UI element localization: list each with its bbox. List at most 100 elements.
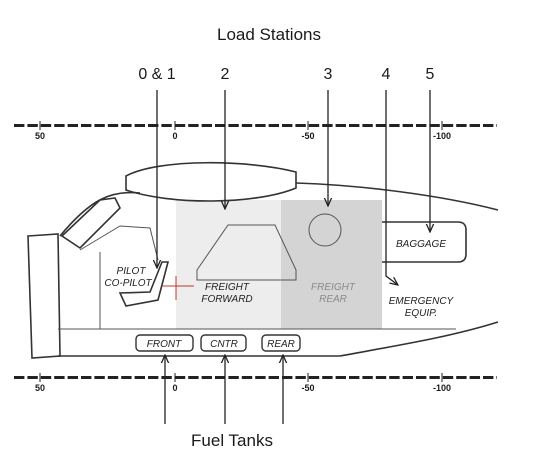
fuel-tank-center-box — [200, 334, 247, 352]
nose-section — [27, 233, 61, 359]
copilot-label: CO-PILOT — [104, 278, 152, 289]
upper-forward-skin — [59, 191, 141, 237]
scale-segment — [456, 376, 467, 379]
scale-segment — [134, 124, 145, 127]
freight-rear-label: FREIGHT — [311, 282, 356, 293]
fuselage-outline — [27, 161, 499, 359]
scale-segment — [255, 376, 266, 379]
cg-crosshair — [162, 276, 194, 300]
freight-rear-label: REAR — [319, 294, 347, 305]
station-pointer-4 — [385, 90, 398, 285]
fuel-tank-center: CNTR — [200, 334, 247, 352]
scale-segment — [308, 124, 320, 127]
scale-segment — [161, 376, 172, 379]
freight-rear-zone — [281, 200, 382, 329]
fuel-tank-rear-label: REAR — [267, 339, 295, 350]
scale-segment — [174, 124, 186, 127]
scale-segment — [496, 376, 497, 379]
scale-segment — [27, 376, 38, 379]
scale-segment — [308, 376, 320, 379]
scale-segment — [496, 124, 497, 127]
fuel-tank-center-label: CNTR — [210, 339, 238, 350]
scale-segment — [429, 124, 440, 127]
scale-segment — [268, 376, 279, 379]
scale-segment — [40, 376, 52, 379]
scale-segment — [349, 124, 360, 127]
top-tick-label: -50 — [301, 131, 314, 141]
scale-segment — [148, 124, 159, 127]
round-window — [308, 213, 342, 247]
scale-segment — [81, 376, 92, 379]
scale-segment — [389, 376, 400, 379]
scale-segment — [362, 376, 373, 379]
top-tick-label: -100 — [433, 131, 451, 141]
top-tick-label: 50 — [35, 131, 45, 141]
scale-segment — [174, 376, 186, 379]
fuel-tanks-label: Fuel Tanks — [191, 431, 273, 450]
scale-segment — [107, 124, 119, 127]
scale-segment — [54, 376, 65, 379]
scale-segment — [67, 376, 78, 379]
scale-segment — [335, 376, 346, 379]
scale-segment — [215, 376, 226, 379]
scale-segment — [40, 124, 52, 127]
station-label-4: 4 — [382, 66, 391, 83]
scale-segment — [483, 376, 494, 379]
scale-segment — [483, 124, 494, 127]
scale-segment — [362, 124, 373, 127]
bottom-tick-label: 0 — [172, 383, 177, 393]
scale-segment — [14, 124, 25, 127]
station-label-2: 2 — [221, 66, 230, 83]
scale-segment — [282, 124, 293, 127]
scale-segment — [188, 124, 199, 127]
scale-segment — [188, 376, 199, 379]
scale-segment — [228, 376, 239, 379]
windshield — [60, 197, 121, 250]
scale-segment — [349, 376, 360, 379]
scale-segment — [282, 376, 293, 379]
station-label-0-1: 0 & 1 — [138, 66, 175, 83]
scale-segment — [27, 124, 38, 127]
scale-segment — [161, 124, 172, 127]
scale-segment — [54, 124, 65, 127]
diagram-title: Load Stations — [217, 25, 321, 44]
baggage-label: BAGGAGE — [396, 239, 446, 250]
baggage-compartment — [382, 221, 467, 263]
emergency-equip-label: EQUIP. — [405, 308, 438, 319]
scale-segment — [295, 376, 306, 379]
emergency-equip-label: EMERGENCY — [389, 296, 455, 307]
scale-segment — [469, 376, 480, 379]
scale-segment — [322, 376, 333, 379]
scale-segment — [241, 376, 253, 379]
scale-segment — [389, 124, 400, 127]
fuel-tank-rear-box — [261, 334, 301, 352]
scale-segment — [134, 376, 145, 379]
freight-forward-label: FORWARD — [201, 294, 252, 305]
scale-segment — [81, 124, 92, 127]
pilot-label: PILOT — [117, 266, 147, 277]
upper-fuselage-line — [295, 182, 499, 211]
fuel-tank-rear: REAR — [261, 334, 301, 352]
scale-segment — [335, 124, 346, 127]
bottom-tick-label: -50 — [301, 383, 314, 393]
freight-forward-zone — [176, 200, 281, 329]
top-tick-label: 0 — [172, 131, 177, 141]
scale-segment — [67, 124, 78, 127]
scale-segment — [375, 124, 387, 127]
scale-segment — [94, 124, 105, 127]
scale-segment — [268, 124, 279, 127]
bottom-tick-label: -100 — [433, 383, 451, 393]
scale-segment — [429, 376, 440, 379]
scale-segment — [255, 124, 266, 127]
scale-segment — [469, 124, 480, 127]
scale-segment — [148, 376, 159, 379]
freight-forward-label: FREIGHT — [205, 282, 250, 293]
scale-segment — [228, 124, 239, 127]
fuel-tank-front-box — [135, 334, 194, 352]
scale-segment — [416, 376, 427, 379]
fuel-tank-front-label: FRONT — [147, 339, 182, 350]
freight-forward-outline — [196, 224, 297, 281]
scale-segment — [241, 124, 253, 127]
top-scale-bar — [14, 121, 497, 130]
